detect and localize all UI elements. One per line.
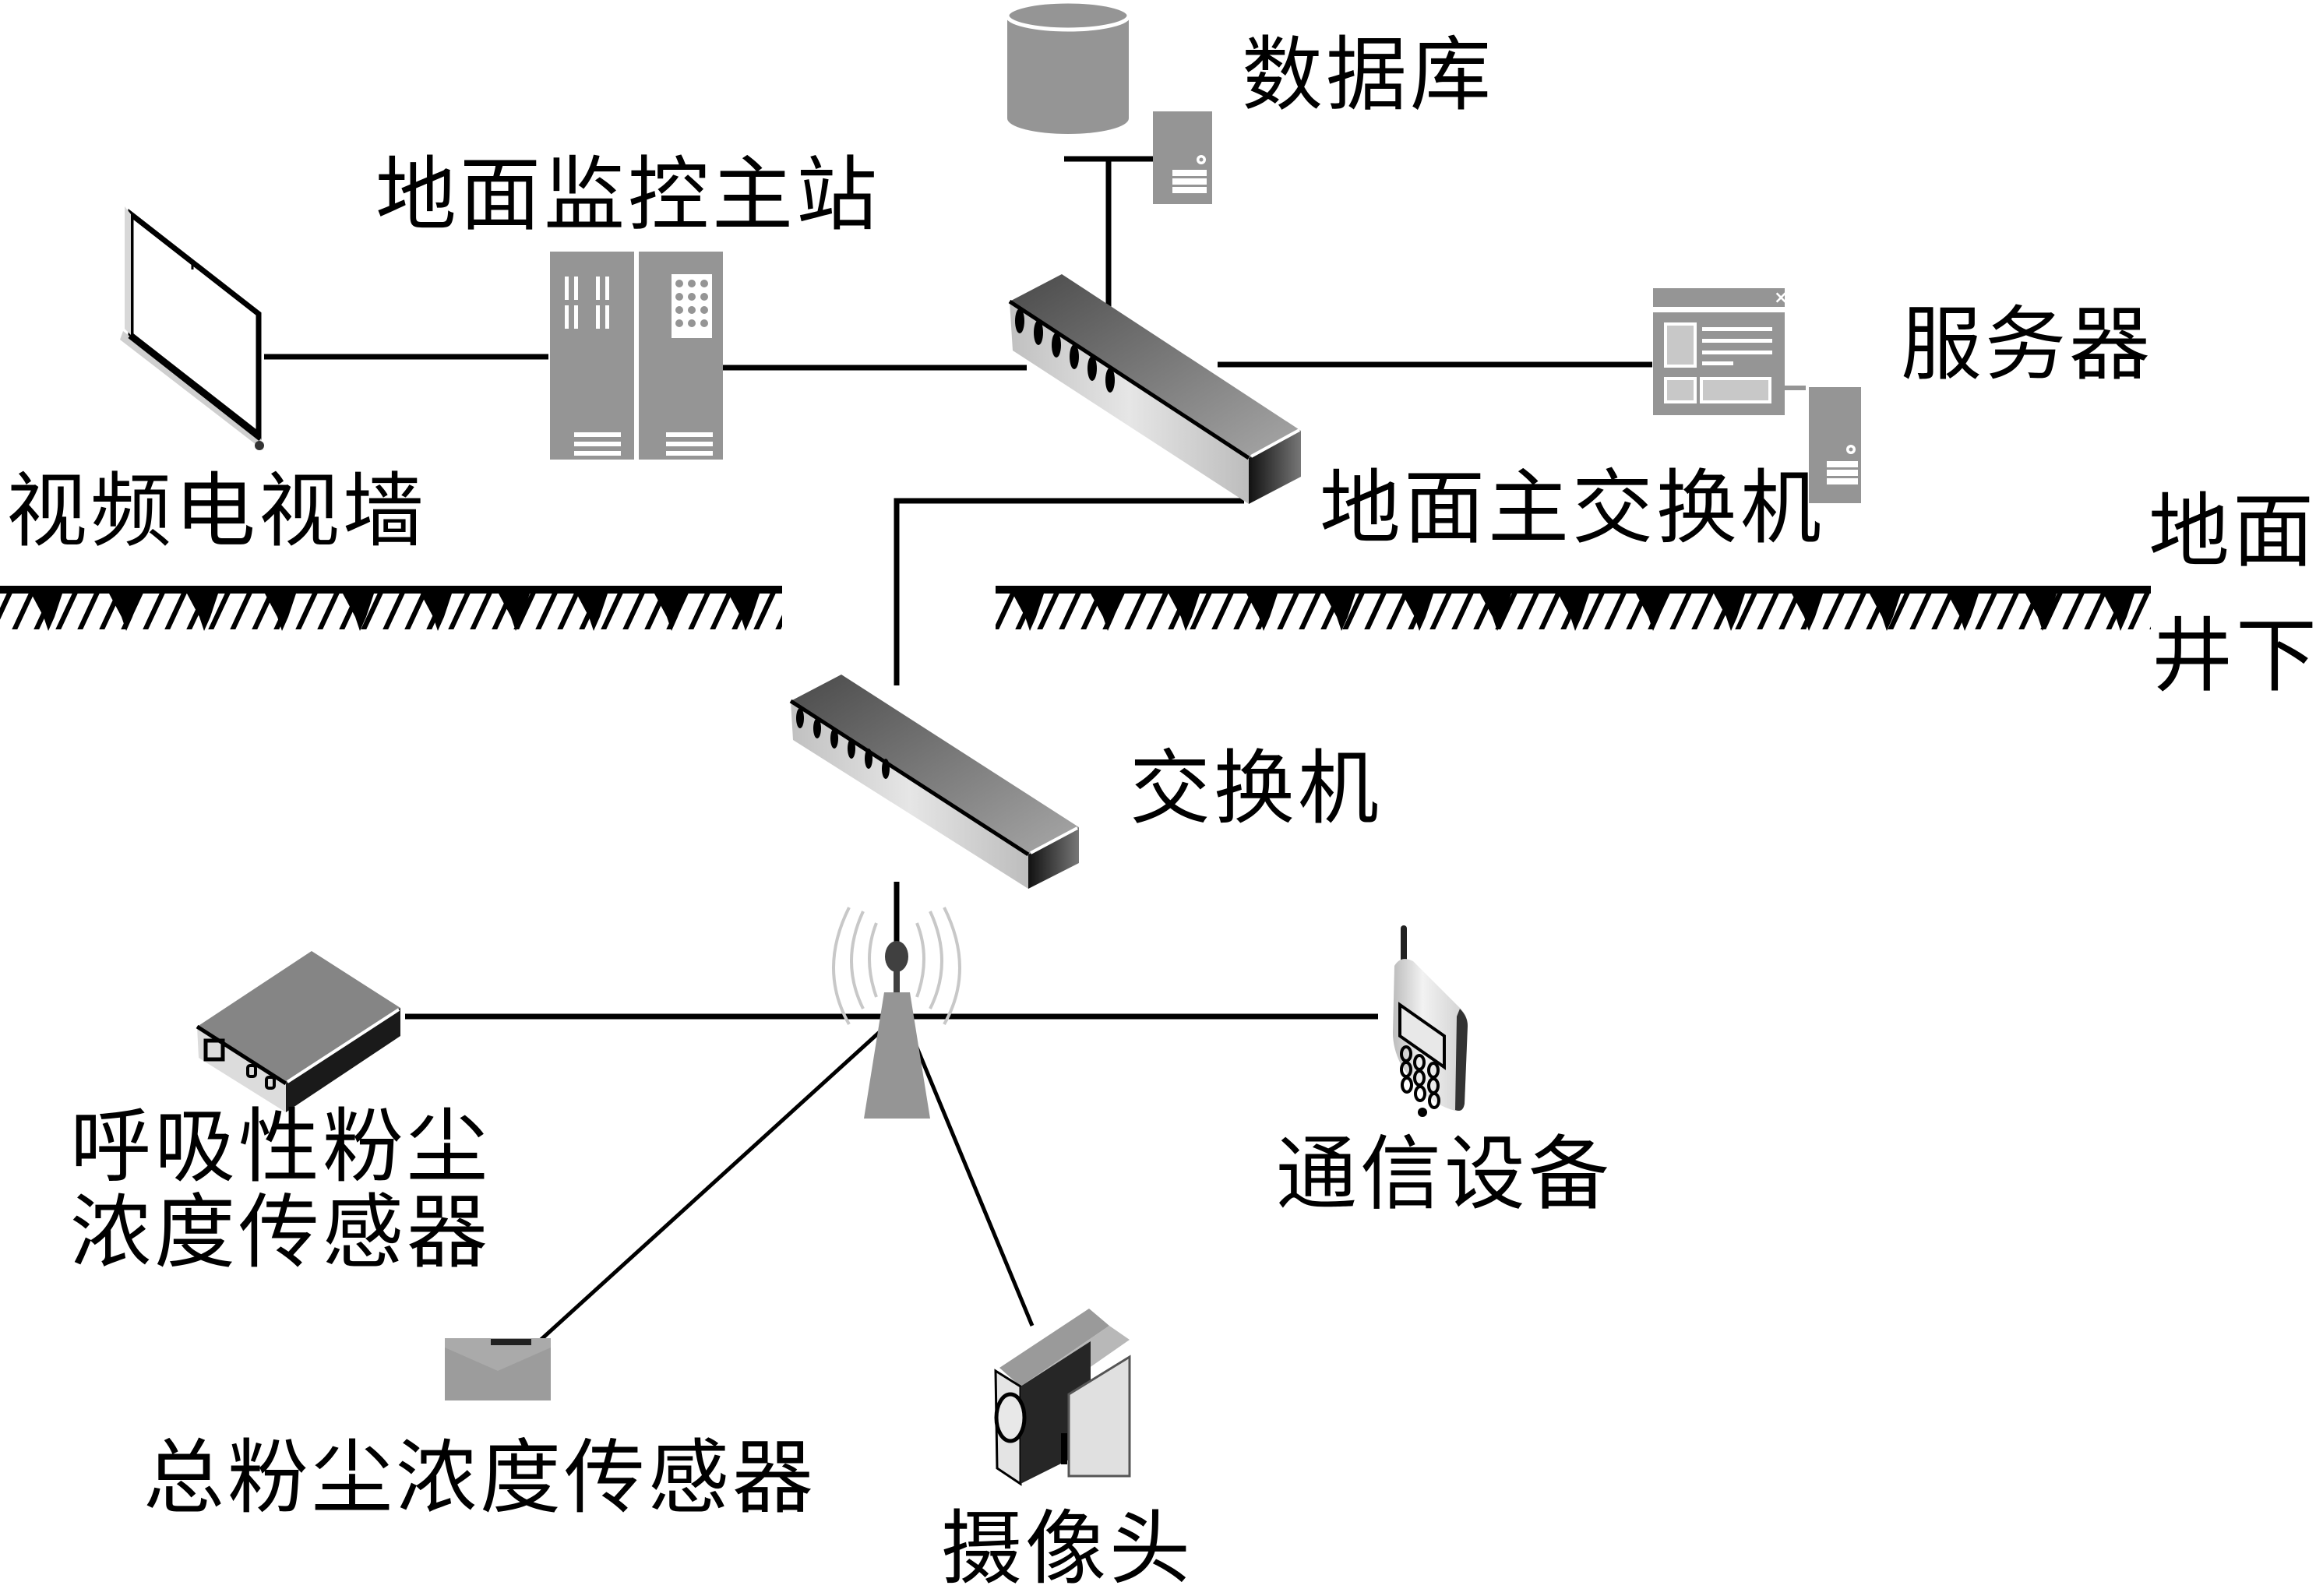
link-antenna-camera: [913, 1043, 1035, 1326]
video-wall-label: 视频电视墙: [6, 463, 428, 558]
database-server-tower-icon[interactable]: [1153, 111, 1212, 204]
surface-label: 地面: [2149, 484, 2318, 579]
close-icon: ×: [1774, 288, 1788, 308]
server-window-icon[interactable]: ×: [1653, 288, 1788, 415]
connection-lines: [264, 156, 1652, 1343]
database-icon[interactable]: [1005, 0, 1131, 134]
ground-drips-right: [1013, 594, 2134, 631]
ground-main-switch-icon[interactable]: [1008, 274, 1301, 504]
respirable-sensor-label-line2: 浓度传感器: [70, 1185, 492, 1280]
server-label: 服务器: [1901, 297, 2154, 392]
ground-line-right: [996, 586, 2151, 631]
switch-label: 交换机: [1130, 741, 1383, 836]
server-tower-icon[interactable]: [1809, 387, 1861, 503]
link-mainswitch-switch: [894, 498, 1244, 685]
video-wall-screen-icon[interactable]: [120, 206, 264, 450]
camera-icon[interactable]: [994, 1309, 1131, 1486]
respirable-dust-sensor-icon[interactable]: [196, 951, 400, 1112]
link-antenna-total-sensor: [538, 1023, 890, 1343]
camera-label: 摄像头: [941, 1501, 1194, 1596]
monitor-station-rack-icon[interactable]: [550, 252, 723, 460]
underground-label: 井下: [2152, 608, 2321, 703]
underground-switch-icon[interactable]: [789, 675, 1079, 889]
wireless-antenna-icon[interactable]: [832, 907, 961, 1119]
communication-phone-icon[interactable]: [1393, 925, 1468, 1117]
communication-device-label: 通信设备: [1276, 1126, 1613, 1221]
ground-main-switch-label: 地面主交换机: [1320, 460, 1825, 555]
respirable-sensor-label-line1: 呼吸性粉尘: [70, 1099, 492, 1194]
database-label: 数据库: [1242, 27, 1495, 122]
ground-line-left: [0, 586, 782, 631]
total-dust-sensor-icon[interactable]: [445, 1338, 551, 1400]
ground-drips-left: [31, 594, 760, 631]
ground-monitor-station-label: 地面监控主站: [375, 147, 881, 242]
total-dust-sensor-label: 总粉尘浓度传感器: [143, 1430, 817, 1525]
